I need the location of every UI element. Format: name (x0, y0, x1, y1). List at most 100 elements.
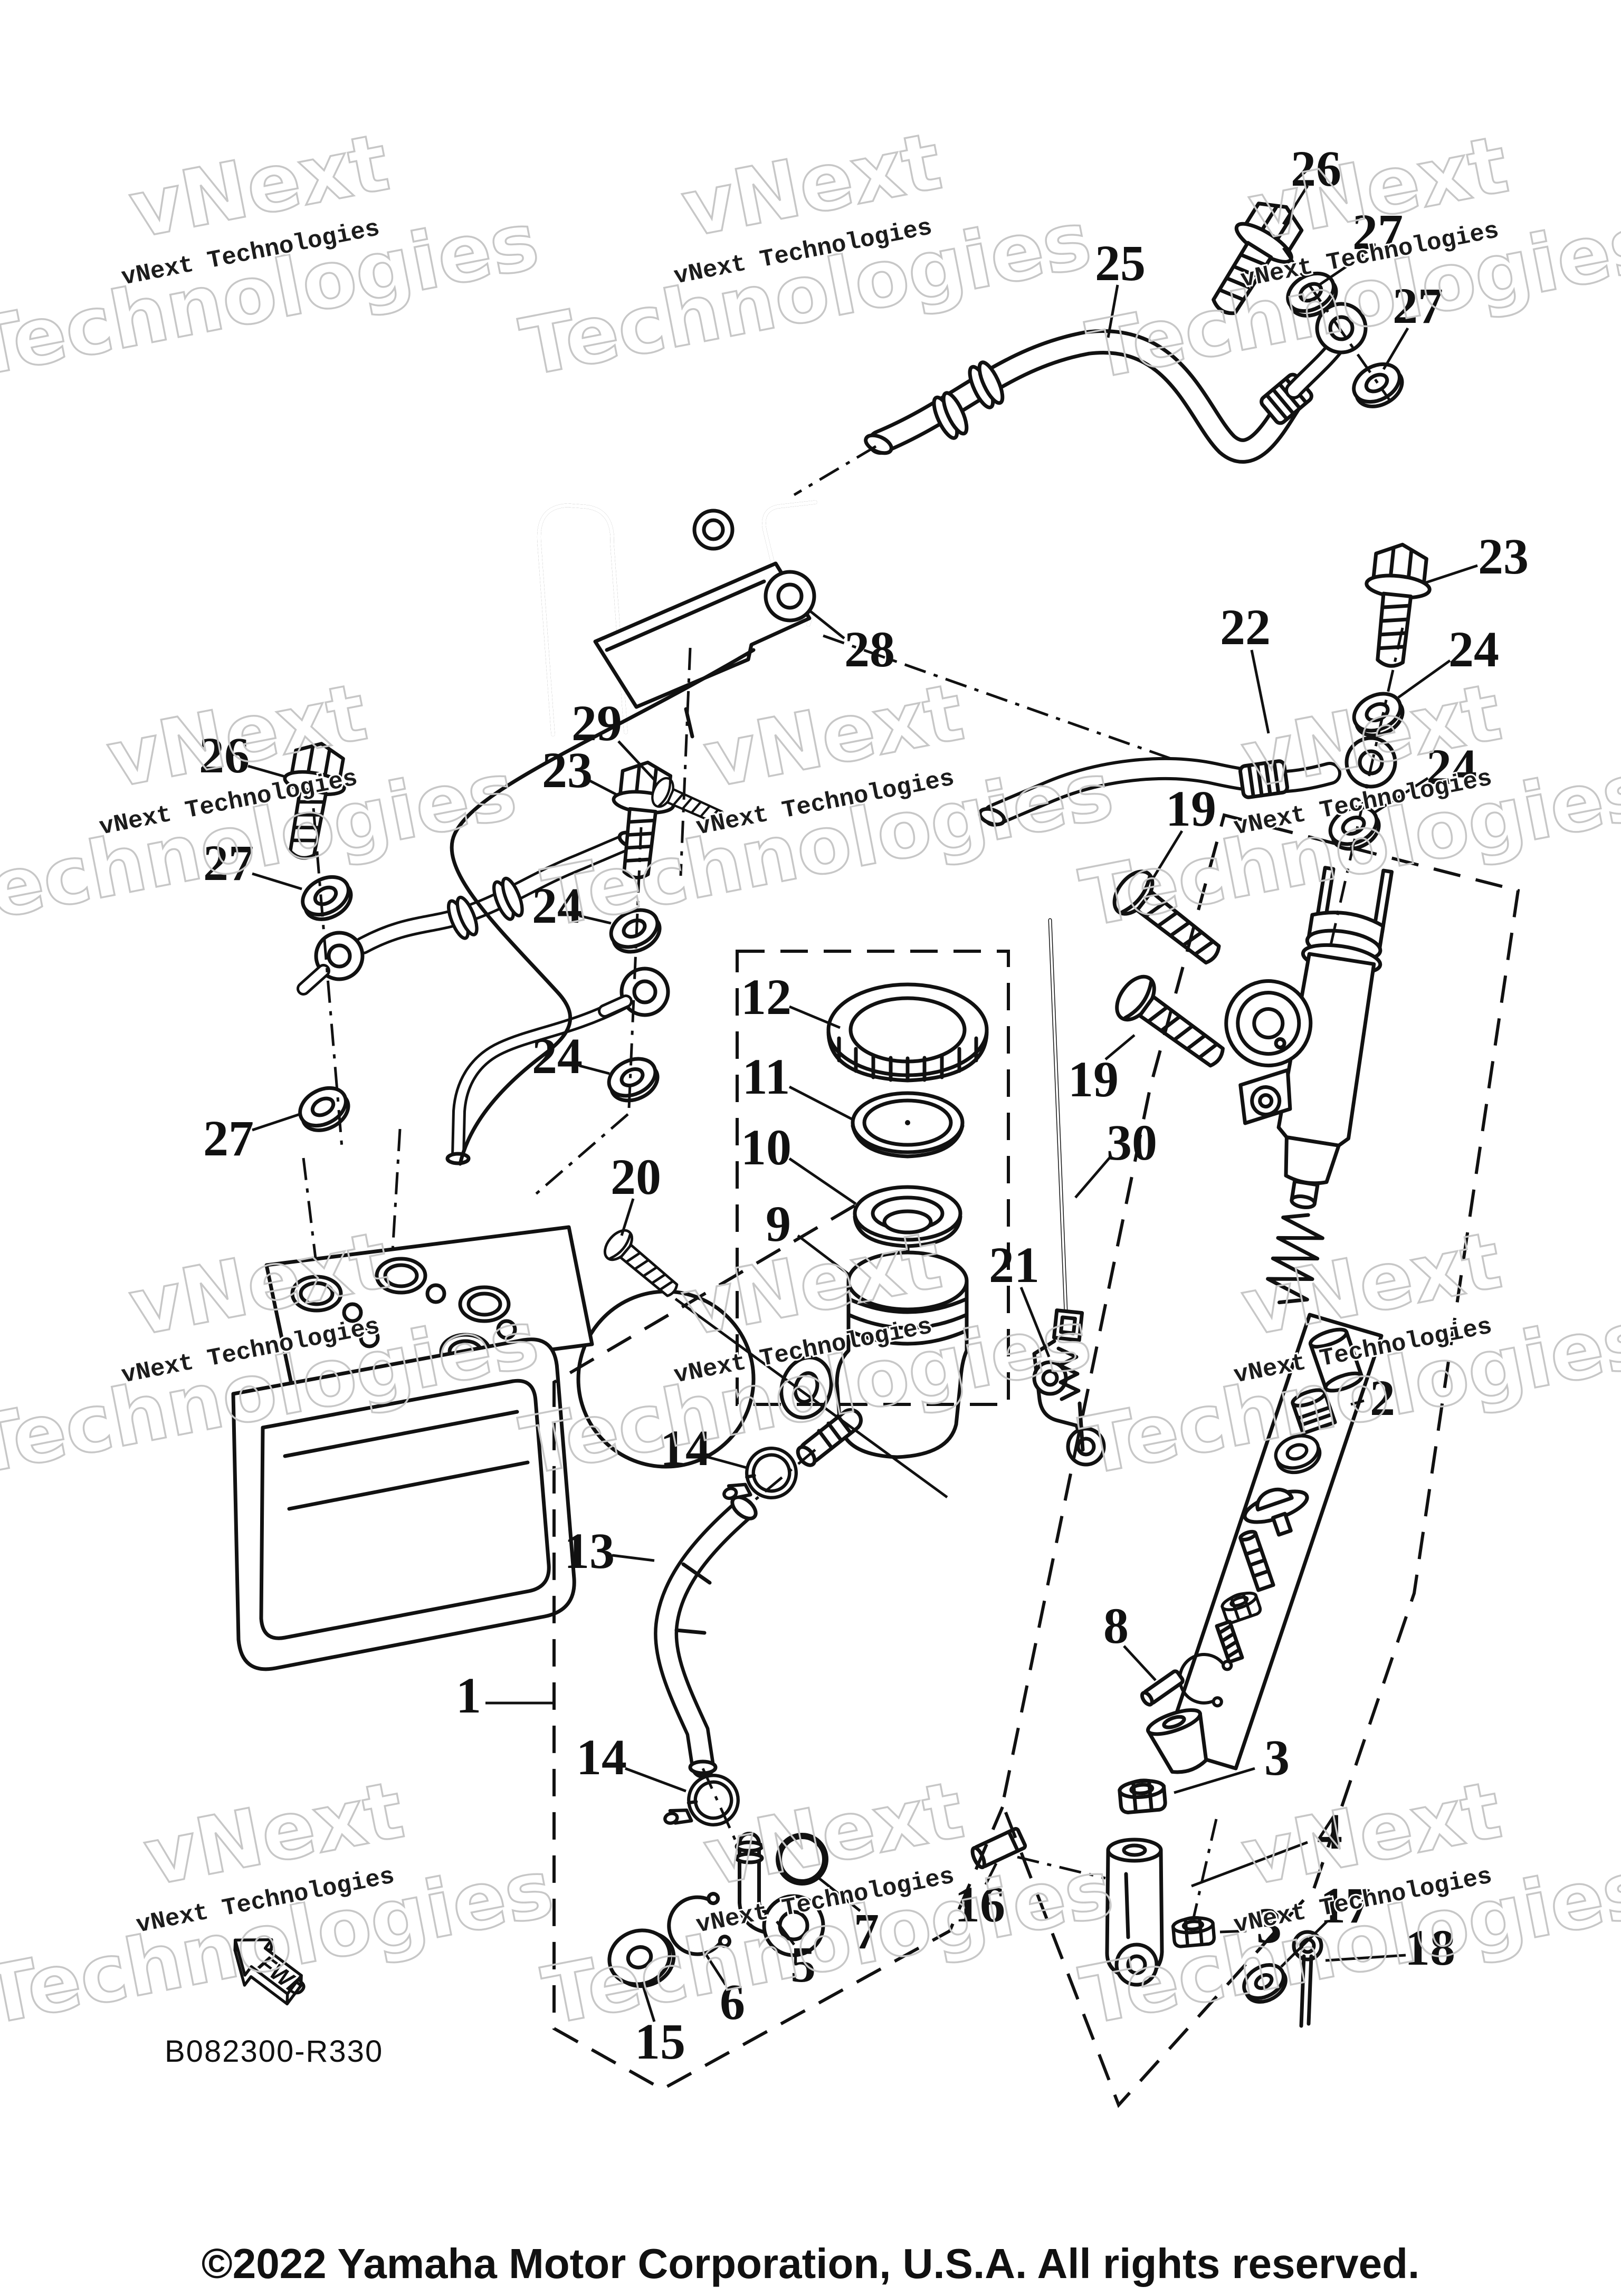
callout-leader-24 (1374, 777, 1429, 814)
callout-leader-12 (789, 1005, 841, 1029)
callout-label-11: 11 (742, 1048, 790, 1105)
callout-leader-24 (1397, 659, 1451, 699)
callout-label-10: 10 (741, 1119, 792, 1175)
assembly-axis (1328, 627, 1404, 950)
assembly-axis (532, 1113, 629, 1198)
callout-leader-16 (984, 1862, 998, 1886)
union-bolt-23-right (1358, 541, 1434, 669)
cylinder-kit-outline (1163, 1313, 1384, 1771)
callout-leader-18 (1325, 1954, 1406, 1962)
callout-label-14: 14 (576, 1729, 627, 1785)
callout-label-15: 15 (635, 2013, 685, 2070)
callout-leader-27 (1318, 251, 1369, 286)
cable-tie-30 (1048, 918, 1085, 1452)
washer-24-mid-lower (603, 1052, 664, 1108)
rear-master-cylinder (1224, 866, 1394, 1209)
reservoir-stay-21 (1032, 1339, 1106, 1467)
diagram-part-code: B082300-R330 (165, 2034, 383, 2069)
callout-leader-19 (1151, 830, 1184, 879)
callout-label-19: 19 (1166, 780, 1216, 837)
reservoir-screw-20 (599, 1226, 685, 1305)
callout-label-12: 12 (741, 969, 792, 1025)
callout-label-14: 14 (660, 1420, 711, 1476)
callout-leader-8 (1123, 1645, 1157, 1681)
callout-leader-5 (776, 1920, 795, 1946)
callout-label-6: 6 (720, 1974, 745, 2030)
assembly-axis (302, 1157, 317, 1259)
callout-label-16: 16 (955, 1876, 1005, 1933)
callout-label-29: 29 (571, 695, 622, 751)
callout-label-19: 19 (1068, 1051, 1119, 1107)
elbow-joint-5 (735, 1832, 825, 1957)
pin-8 (1140, 1669, 1185, 1707)
callout-leader-15 (641, 1984, 656, 2022)
assembly-axis-lines (302, 247, 1404, 1918)
callout-leader-21 (1019, 1287, 1051, 1357)
callout-label-5: 5 (790, 1936, 816, 1993)
callout-leader-3 (1219, 1929, 1247, 1934)
callout-label-8: 8 (1103, 1597, 1129, 1654)
mid-brake-pipe (445, 967, 670, 1165)
reservoir-group-box (736, 950, 1010, 1406)
callout-leader-27 (252, 1113, 300, 1132)
callout-label-25: 25 (1095, 235, 1146, 291)
washer-27-left-lower (293, 1080, 355, 1138)
diaphragm-10 (853, 1185, 962, 1248)
piston-kit-parts (970, 1327, 1364, 2028)
callout-label-7: 7 (854, 1903, 879, 1959)
callout-label-24: 24 (532, 877, 583, 934)
callout-leader-13 (612, 1554, 655, 1562)
o-ring-7 (776, 1833, 828, 1886)
callout-leader-9 (797, 1235, 852, 1277)
dashed-group-boxes (552, 813, 1520, 2108)
assembly-axis (312, 808, 344, 1148)
callout-leader-7 (818, 1877, 861, 1912)
dust-boot (1146, 1708, 1208, 1774)
callout-leader-26 (247, 764, 285, 778)
callout-label-28: 28 (844, 621, 895, 677)
callout-label-3: 3 (1256, 1897, 1282, 1954)
assembly-axis (755, 1449, 816, 1500)
callout-leader-22 (1250, 649, 1270, 734)
assembly-axis (1192, 1819, 1218, 1918)
reservoir-cap-12 (826, 982, 989, 1083)
callout-label-26: 26 (1291, 140, 1341, 197)
callout-leader-17 (1280, 1920, 1328, 1968)
callout-leader-24 (579, 1064, 610, 1075)
master-cylinder-group-box (1000, 813, 1520, 2108)
joint-hose-13 (654, 1495, 758, 1778)
callout-leader-27 (1382, 327, 1409, 370)
washer-15 (607, 1928, 676, 1988)
callout-leader-10 (788, 1157, 857, 1206)
callout-leader-14 (708, 1456, 747, 1469)
assembly-axis (793, 445, 877, 496)
callout-leader-11 (788, 1085, 854, 1121)
callout-label-18: 18 (1405, 1919, 1455, 1976)
callout-label-20: 20 (611, 1149, 661, 1205)
callout-leader-14 (625, 1767, 686, 1793)
callout-label-22: 22 (1220, 599, 1271, 655)
callout-leader-19 (1104, 1034, 1136, 1060)
callout-label-9: 9 (766, 1195, 791, 1252)
callout-label-27: 27 (1352, 204, 1403, 260)
callout-label-17: 17 (1320, 1877, 1371, 1934)
callout-label-1: 1 (456, 1667, 481, 1724)
callout-leader-23 (1424, 564, 1478, 585)
diaphragm-plate-11 (851, 1091, 965, 1159)
assembly-axis (701, 1767, 739, 1847)
assembly-axis (823, 634, 1175, 761)
callout-label-27: 27 (203, 835, 254, 891)
callout-leader-4 (1191, 1841, 1308, 1888)
cotter-pin-18 (1292, 1930, 1323, 2028)
callout-label-23: 23 (1478, 528, 1529, 585)
pointer-line (674, 1297, 948, 1499)
callout-label-24: 24 (532, 1028, 583, 1084)
callout-leader-29 (617, 740, 655, 781)
callout-label-27: 27 (203, 1110, 254, 1166)
callout-label-30: 30 (1107, 1114, 1157, 1171)
callout-leader-2 (1350, 1399, 1365, 1406)
